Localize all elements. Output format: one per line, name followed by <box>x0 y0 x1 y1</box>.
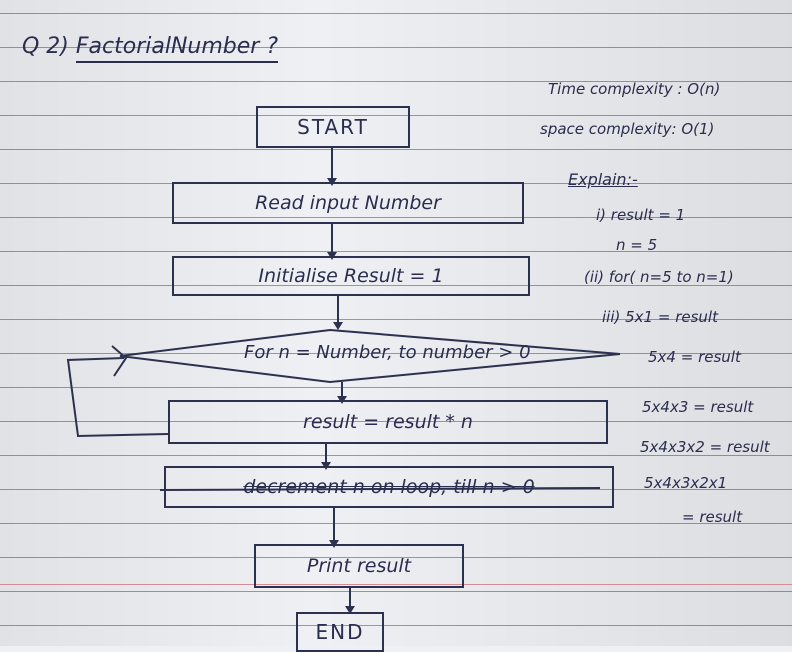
decrement-node: decrement n on loop, till n > 0 <box>164 466 614 508</box>
end-label: END <box>315 620 365 644</box>
loop-condition-label: For n = Number, to number > 0 <box>244 342 531 363</box>
explanation-line: 5x4 = result <box>648 348 741 366</box>
explanation-line: i) result = 1 <box>596 206 686 224</box>
read-input-label: Read input Number <box>255 192 441 214</box>
print-node: Print result <box>254 544 464 588</box>
update-result-label: result = result * n <box>303 411 473 433</box>
question-number: Q 2) <box>22 34 69 59</box>
margin-line <box>0 584 792 585</box>
space-complexity: space complexity: O(1) <box>540 120 715 138</box>
start-label: START <box>297 115 369 139</box>
read-input-node: Read input Number <box>172 182 524 224</box>
explanation-title: Explain:- <box>568 170 638 189</box>
print-label: Print result <box>306 555 412 577</box>
explanation-line: iii) 5x1 = result <box>602 308 718 326</box>
explanation-line: 5x4x3x2 = result <box>640 438 770 456</box>
start-node: START <box>256 106 410 148</box>
question-title: FactorialNumber ? <box>75 34 279 63</box>
explanation-line: 5x4x3 = result <box>642 398 754 416</box>
end-node: END <box>296 612 384 652</box>
initialise-label: Initialise Result = 1 <box>258 265 444 287</box>
explanation-line: (ii) for( n=5 to n=1) <box>584 268 734 286</box>
explanation-line: 5x4x3x2x1 <box>644 474 728 492</box>
initialise-node: Initialise Result = 1 <box>172 256 530 296</box>
decrement-label: decrement n on loop, till n > 0 <box>243 476 535 498</box>
question-heading: Q 2) FactorialNumber ? <box>22 34 279 63</box>
explanation-line: = result <box>682 508 743 526</box>
time-complexity: Time complexity : O(n) <box>548 80 721 98</box>
explanation-line: n = 5 <box>616 236 658 254</box>
update-result-node: result = result * n <box>168 400 608 444</box>
